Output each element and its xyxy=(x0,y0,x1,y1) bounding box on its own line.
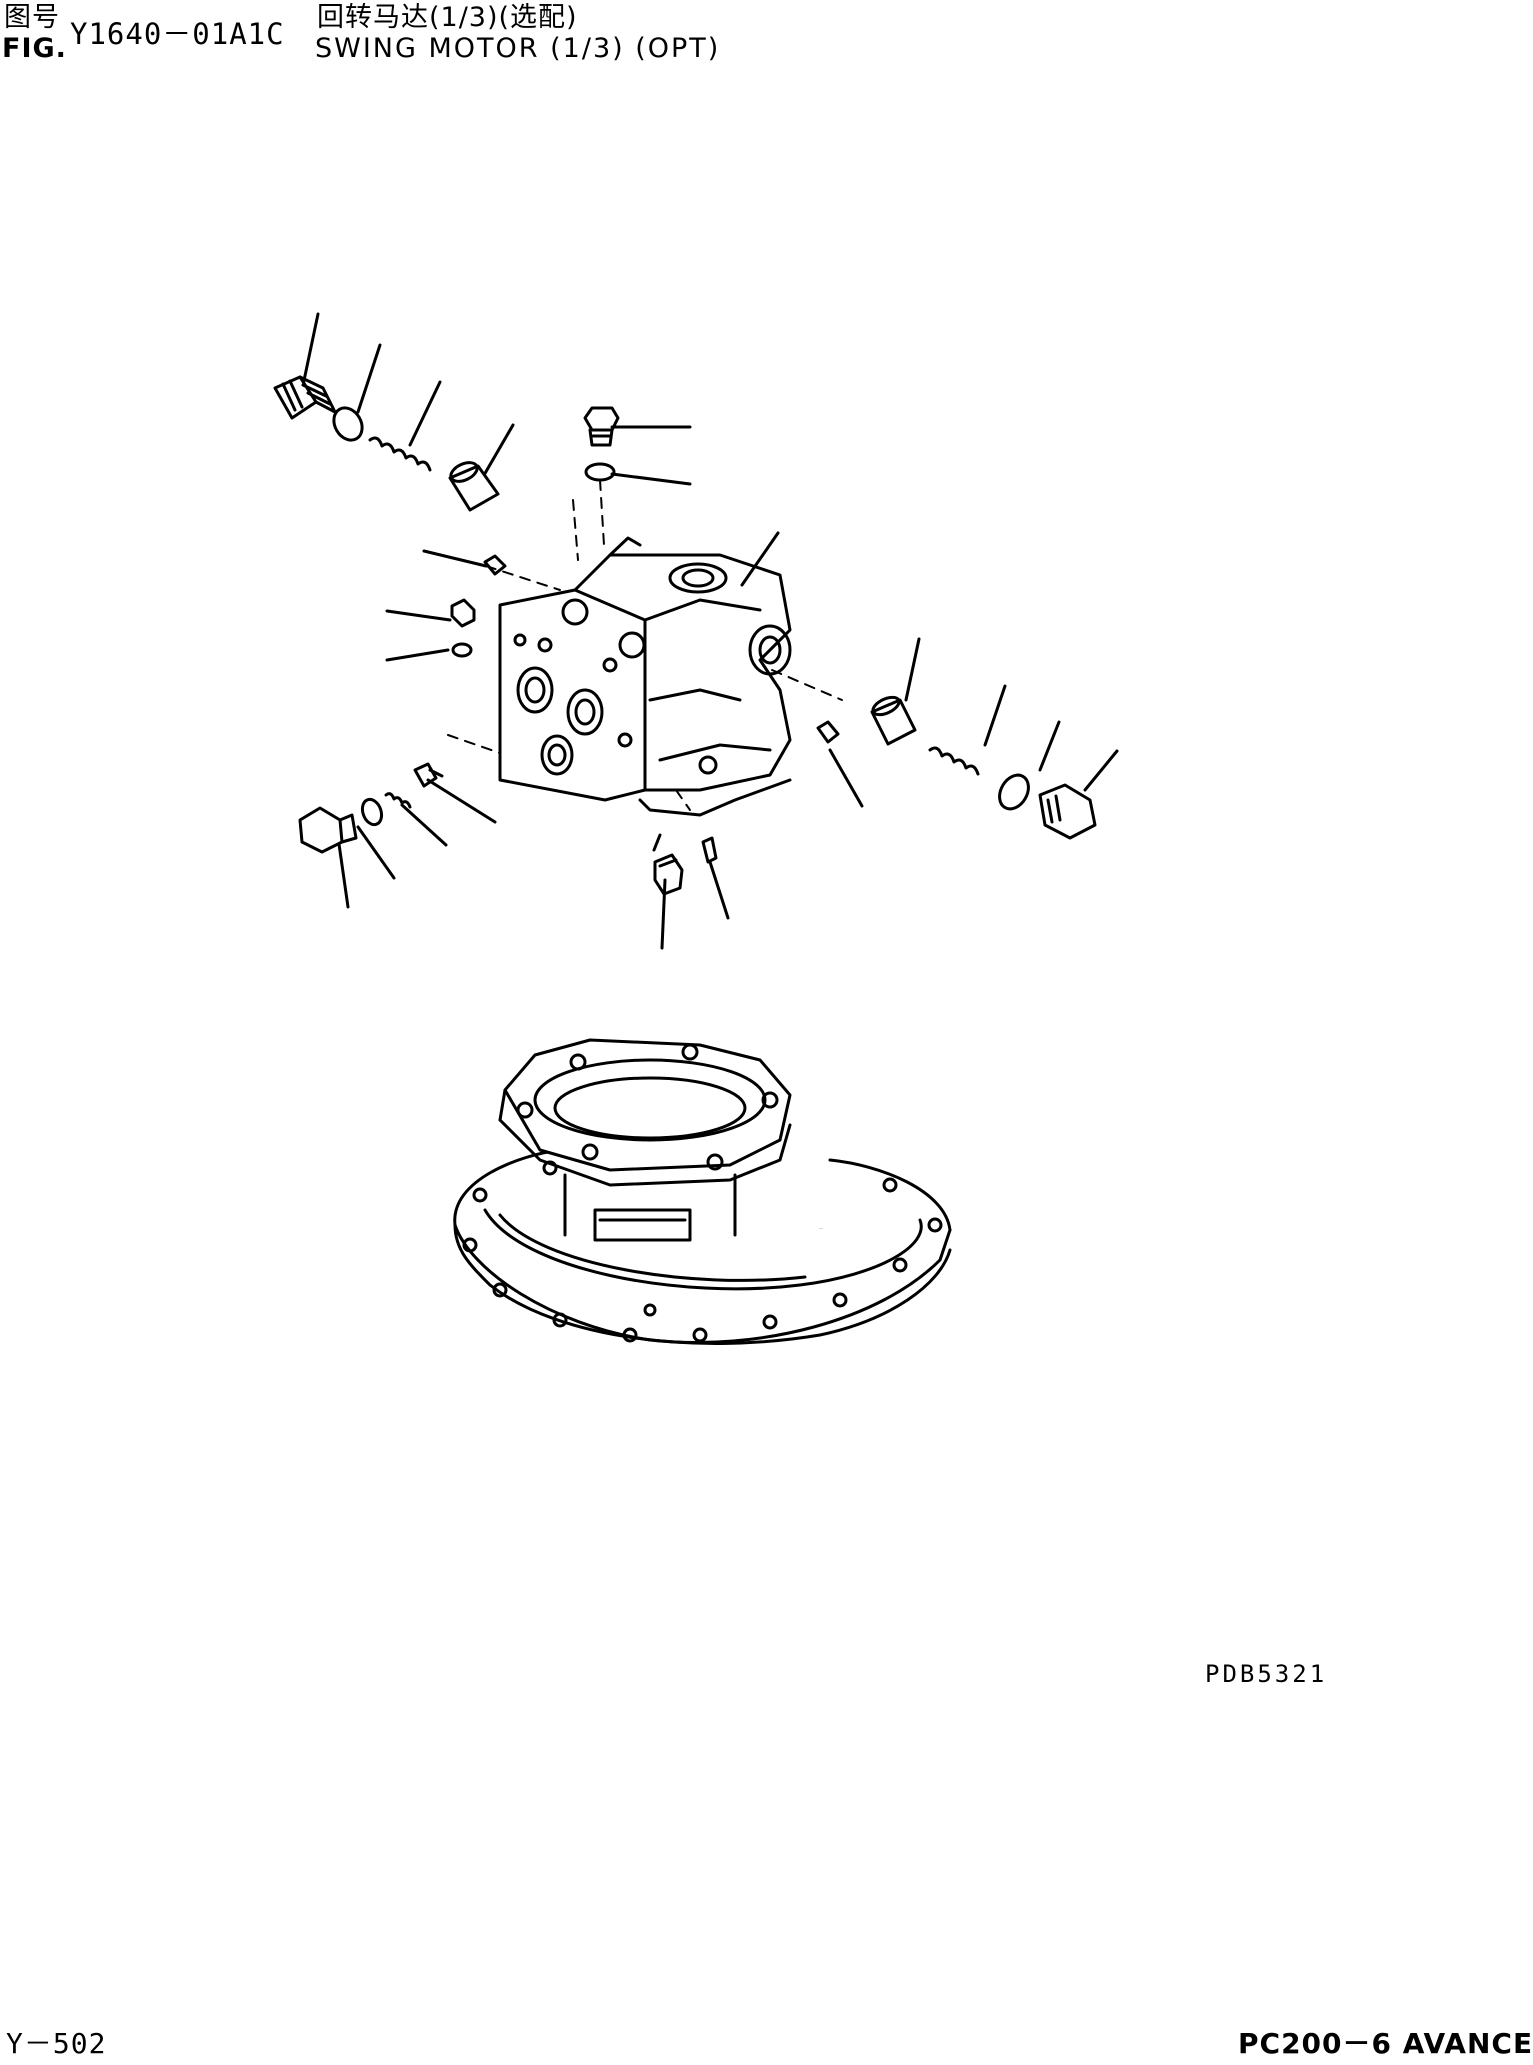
swing-motor-housing xyxy=(453,1038,952,1345)
check-valve-screw xyxy=(413,762,444,788)
plug-bottom-left xyxy=(298,806,358,854)
motor-valve-body xyxy=(498,536,792,817)
title-english: SWING MOTOR (1/3) (OPT) xyxy=(315,33,721,64)
plug-small-left xyxy=(450,598,476,628)
figure-number: Y1640－01A1C xyxy=(70,17,285,51)
valve-sleeve-right xyxy=(870,695,917,746)
spring-right xyxy=(928,746,980,776)
valve-sleeve-left xyxy=(448,461,500,512)
screw-left-1 xyxy=(483,554,507,576)
pin-bottom xyxy=(701,836,718,864)
o-ring-left xyxy=(332,406,364,442)
figure-label-english: FIG. xyxy=(2,33,67,64)
title-chinese: 回转马达(1/3)(选配) xyxy=(317,2,578,33)
page-number: Y－502 xyxy=(6,2027,107,2060)
plug-left xyxy=(273,375,337,420)
spring-left xyxy=(368,436,432,472)
machine-model: PC200－6 AVANCE xyxy=(1238,2027,1533,2060)
screw-right xyxy=(816,720,840,744)
plug-top xyxy=(583,406,620,447)
o-ring-right xyxy=(998,773,1030,811)
diagram-code: PDB5321 xyxy=(1205,1660,1328,1688)
bushing-bottom xyxy=(653,853,684,896)
spring-bottom-left xyxy=(384,792,412,809)
o-ring-top xyxy=(584,462,616,482)
figure-label-chinese: 图号 xyxy=(4,2,60,33)
o-ring-small-left xyxy=(451,642,473,658)
plug-right xyxy=(1038,783,1097,840)
o-ring-bottom-left xyxy=(360,797,384,827)
